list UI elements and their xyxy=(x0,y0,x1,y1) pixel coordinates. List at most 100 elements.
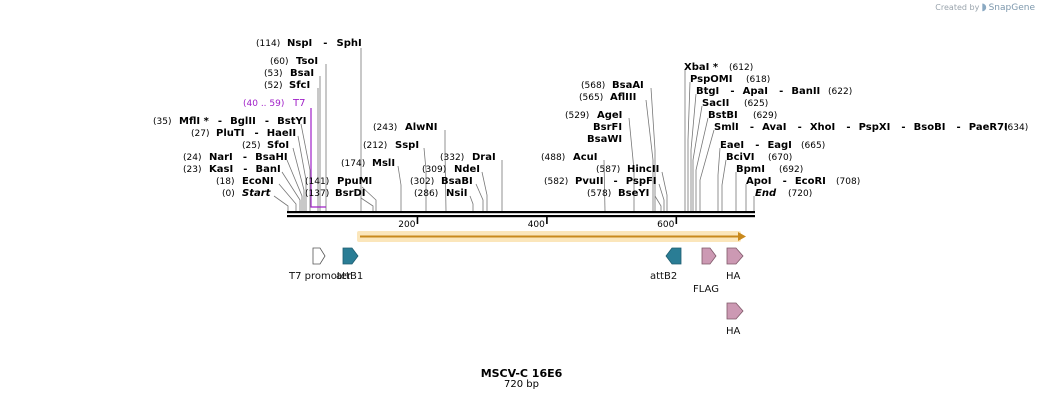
site-670[interactable]: BciVI (670) xyxy=(721,145,792,211)
credit-brand: SnapGene xyxy=(988,2,1035,13)
site-leader-line xyxy=(281,171,301,211)
primer-t7[interactable]: (40 .. 59) T7 xyxy=(243,91,326,208)
site-35[interactable]: (35) MflI * - BglII - BstYI xyxy=(153,109,311,211)
feature-attb1[interactable]: attB1 xyxy=(336,247,363,282)
site-25[interactable]: (25) SfoI xyxy=(242,133,305,211)
site-309[interactable]: (309) NdeI xyxy=(422,157,488,211)
site-label: (529) AgeI xyxy=(565,103,622,122)
site-end[interactable]: End (720) xyxy=(753,181,812,211)
site-label: BtgI - ApaI - BanII (622) xyxy=(696,79,852,98)
feature-flag[interactable]: FLAG xyxy=(693,247,719,295)
site-23[interactable]: (23) KasI - BanI xyxy=(183,157,301,211)
site-leader-line xyxy=(475,183,484,211)
site-leader-line xyxy=(300,123,311,211)
site-137[interactable]: (137) BsrDI xyxy=(305,181,374,211)
site-leader-line xyxy=(661,171,668,211)
site-label: SacII (625) xyxy=(702,91,768,110)
site-start[interactable]: (0) Start xyxy=(222,181,289,211)
site-leader-line xyxy=(423,147,427,211)
site-692[interactable]: BpmI (692) xyxy=(735,157,803,211)
orf-arrowhead xyxy=(738,232,746,241)
ruler-tick-label: 600 xyxy=(657,220,674,230)
site-612[interactable]: XbaI * (612) xyxy=(684,55,753,211)
site-708[interactable]: ApoI - EcoRI (708) xyxy=(745,169,860,211)
site-174[interactable]: (174) MslI xyxy=(341,151,402,211)
site-60[interactable]: (60) TsoI xyxy=(270,49,327,211)
attb-arrow-icon xyxy=(665,247,682,265)
site-625[interactable]: SacII (625) xyxy=(692,91,768,211)
site-634[interactable]: SmlI - AvaI - XhoI - PspXI - BsoBI - Pae… xyxy=(699,115,1028,211)
site-leader-line xyxy=(360,197,374,211)
feature-attb2[interactable]: attB2 xyxy=(650,247,682,282)
site-leader-line xyxy=(721,159,727,211)
site-label: BpmI (692) xyxy=(736,157,803,176)
site-label: (0) Start xyxy=(222,181,272,200)
site-label: (27) PluTI - HaeII xyxy=(191,121,296,140)
site-18[interactable]: (18) EcoNI xyxy=(216,169,297,211)
backbone-bottom-strand xyxy=(287,215,755,218)
backbone-top-strand xyxy=(287,211,755,214)
features: T7 promoter attB1 attB2 FLAG HA HA xyxy=(288,247,744,337)
snapgene-logo-icon: ◗ xyxy=(981,2,987,13)
site-286[interactable]: (286) NsiI xyxy=(414,181,474,211)
site-212[interactable]: (212) SspI xyxy=(363,133,427,211)
feature-label: FLAG xyxy=(693,284,719,295)
restriction-sites: (114) NspI - SphI (60) TsoI (53) BsaI (5… xyxy=(153,31,1028,212)
site-label: (52) SfcI xyxy=(264,73,310,92)
feature-label: attB2 xyxy=(650,271,677,282)
site-529[interactable]: (529) AgeI BsrFI BsaWI xyxy=(565,103,635,211)
site-243[interactable]: (243) AlwNI xyxy=(373,115,447,212)
site-label: (286) NsiI xyxy=(414,181,467,200)
site-24[interactable]: (24) NarI - BsaHI xyxy=(183,145,303,211)
site-label: BciVI (670) xyxy=(726,145,792,164)
site-568[interactable]: (568) BsaAI xyxy=(581,73,656,211)
site-label: (18) EcoNI xyxy=(216,169,274,188)
site-665[interactable]: EaeI - EagI (665) xyxy=(717,133,825,211)
site-label: XbaI * (612) xyxy=(684,55,753,74)
credit-line: Created by ◗ SnapGene xyxy=(935,2,1035,13)
credit-prefix: Created by xyxy=(935,3,980,12)
site-label: (24) NarI - BsaHI xyxy=(183,145,288,164)
feature-ha-1[interactable]: HA xyxy=(726,247,744,282)
site-label: (568) BsaAI xyxy=(581,73,644,92)
site-label: (25) SfoI xyxy=(242,133,289,152)
tag-arrow-icon xyxy=(726,302,744,320)
site-label: (332) DraI xyxy=(440,145,496,164)
feature-t7-promoter[interactable]: T7 promoter xyxy=(288,247,352,282)
tag-arrow-icon xyxy=(726,247,744,265)
site-leader-line xyxy=(650,87,656,211)
site-114[interactable]: (114) NspI - SphI xyxy=(256,31,362,211)
site-302[interactable]: (302) BsaBI xyxy=(410,169,484,211)
site-565[interactable]: (565) AflIII xyxy=(579,85,654,211)
ruler-tick-label: 200 xyxy=(398,220,415,230)
site-leader-line xyxy=(695,117,709,211)
site-label: SmlI - AvaI - XhoI - PspXI - BsoBI - Pae… xyxy=(714,115,1028,134)
site-578[interactable]: (578) BseYI xyxy=(587,181,662,211)
site-629[interactable]: BstBI (629) xyxy=(695,103,777,211)
site-label: ApoI - EcoRI (708) xyxy=(746,169,860,188)
site-leader-line xyxy=(469,195,474,211)
site-622[interactable]: BtgI - ApaI - BanII (622) xyxy=(690,79,852,211)
site-582[interactable]: (582) PvuII - PspFI xyxy=(544,169,665,211)
feature-label: T7 promoter xyxy=(288,271,352,282)
site-587[interactable]: (587) HincII xyxy=(596,157,668,211)
site-618[interactable]: PspOMI (618) xyxy=(687,67,770,211)
site-332[interactable]: (332) DraI xyxy=(440,145,503,211)
site-leader-line xyxy=(690,93,697,211)
site-488[interactable]: (488) AcuI xyxy=(541,145,606,212)
site-27[interactable]: (27) PluTI - HaeII xyxy=(191,121,307,211)
primer-label: (40 .. 59) T7 xyxy=(243,91,305,110)
site-leader-line xyxy=(687,81,691,211)
feature-ha-2[interactable]: HA xyxy=(726,302,744,337)
site-leader-line xyxy=(297,135,307,211)
site-leader-line xyxy=(699,129,715,211)
site-141[interactable]: (141) PpuMI xyxy=(305,169,377,211)
orf-arrow[interactable] xyxy=(357,231,746,242)
site-53[interactable]: (53) BsaI xyxy=(264,61,321,211)
attb-arrow-icon xyxy=(342,247,359,265)
site-label: PspOMI (618) xyxy=(690,67,770,86)
site-52[interactable]: (52) SfcI xyxy=(264,73,319,211)
site-label: (582) PvuII - PspFI xyxy=(544,169,657,188)
